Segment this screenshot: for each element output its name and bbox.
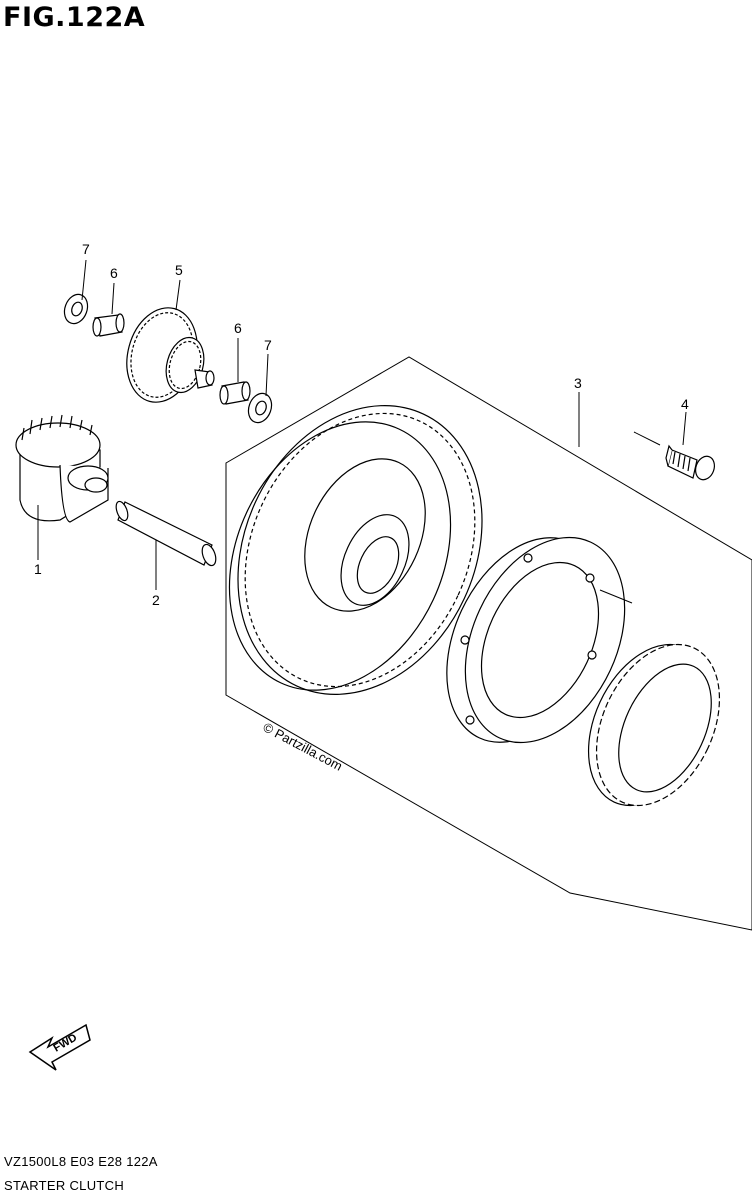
watermark: © Partzilla.com: [261, 719, 345, 773]
footer-code: VZ1500L8 E03 E28 122A: [4, 1154, 158, 1169]
callout-3: 3: [574, 375, 582, 391]
part-6-bushing-left: [92, 313, 125, 337]
part-1-starter-gear: [15, 414, 109, 523]
leader-lines: [37, 259, 687, 604]
part-clutch-housing: [446, 536, 626, 744]
figure-title: FIG.122A: [3, 2, 146, 33]
callout-4: 4: [681, 396, 689, 412]
callout-5: 5: [175, 262, 183, 278]
part-6-bushing-right: [219, 381, 251, 405]
callout-7-left: 7: [82, 241, 90, 257]
part-7-washer-right: [247, 392, 273, 424]
callout-7-right: 7: [264, 337, 272, 353]
assembly-outline: [225, 356, 752, 931]
part-2-shaft: [115, 500, 217, 567]
callout-2: 2: [152, 592, 160, 608]
part-3-ring-gear: [228, 405, 483, 695]
part-one-way-clutch: [587, 643, 721, 807]
part-7-washer-left: [63, 293, 89, 325]
footer-name: STARTER CLUTCH: [4, 1178, 125, 1193]
callout-6-right: 6: [234, 320, 242, 336]
fwd-arrow-icon: FWD: [28, 1023, 91, 1071]
part-5-idle-gear: [126, 307, 215, 403]
callout-6-left: 6: [110, 265, 118, 281]
part-4-bolt: [665, 444, 716, 481]
callout-1: 1: [34, 561, 42, 577]
